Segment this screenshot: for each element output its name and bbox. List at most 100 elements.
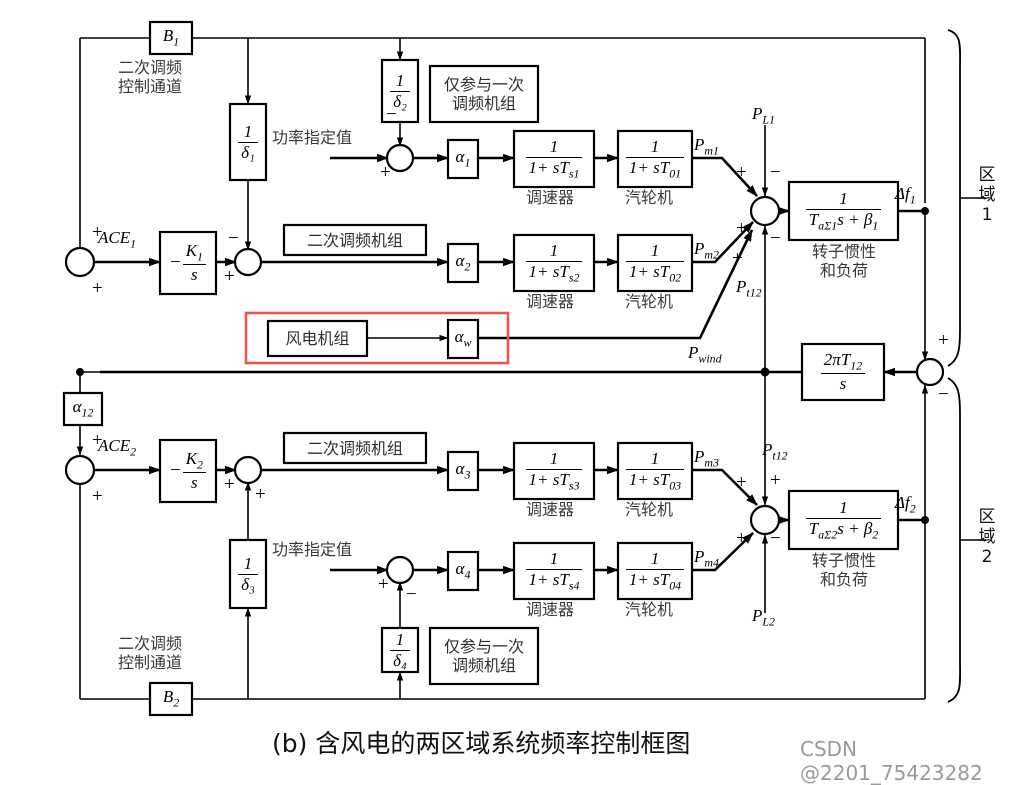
block-turbine2	[616, 233, 694, 293]
block-alpha2-label: α2	[455, 251, 471, 274]
block-rotor2	[787, 489, 900, 551]
block-governor3-label: 1 1+ sTs3	[514, 443, 594, 499]
sum-secondary1	[233, 247, 263, 277]
block-alpha4-label: α4	[455, 559, 471, 582]
block-tieline	[800, 342, 886, 402]
area1-wires	[79, 37, 929, 370]
block-wind-unit-label: 风电机组	[285, 329, 350, 348]
governor-label-1: 调速器	[526, 188, 575, 207]
df1-label: Δf1	[895, 184, 916, 207]
sign-pl2-minus: −	[770, 528, 781, 549]
block-turbine2-label: 1 1+ sT02	[618, 235, 692, 291]
ace2-label: ACE2	[98, 436, 137, 459]
sum-ace1	[64, 246, 96, 278]
block-alpha12-label: α12	[72, 397, 94, 420]
note-secondary-unit-1	[282, 223, 428, 257]
block-turbine3	[616, 441, 694, 501]
sign-pm2-plus: +	[736, 218, 747, 239]
area1-tag: 区 域 1	[978, 165, 996, 225]
block-b2	[148, 681, 194, 717]
area-braces	[947, 29, 986, 703]
block-rotor1	[787, 180, 900, 242]
sign-tieline-minus: −	[938, 384, 949, 405]
block-integrator2-label: − K2 s	[160, 440, 216, 502]
block-turbine4-label: 1 1+ sT04	[618, 543, 692, 599]
sign-ace2-plus-top: +	[92, 430, 103, 451]
blocks	[62, 20, 900, 717]
block-governor4-label: 1 1+ sTs4	[514, 543, 594, 599]
sign-pm3-plus: +	[736, 472, 747, 493]
block-governor2-label: 1 1+ sTs2	[514, 235, 594, 291]
block-integrator2	[158, 438, 218, 504]
pm3-label: Pm3	[694, 447, 719, 470]
figure-caption: (b) 含风电的两区域系统频率控制框图	[272, 729, 691, 758]
sign-ace2-plus-bottom: +	[92, 486, 103, 507]
block-droop3-label: 1 δ₃	[230, 540, 266, 608]
pl1-label: PL1	[752, 104, 775, 127]
df2-label: Δf2	[895, 493, 916, 516]
sign-tieline-plus: +	[938, 330, 949, 351]
block-governor3	[512, 441, 596, 501]
block-governor4	[512, 541, 596, 601]
block-alpha1-label: α1	[455, 147, 471, 170]
sign-setpoint1-plus: +	[380, 162, 391, 183]
power-setpoint-2: 功率指定值	[272, 540, 353, 559]
block-turbine1	[616, 129, 694, 189]
b1-sub: 1	[173, 34, 180, 49]
sign-ace1-plus-top: +	[92, 222, 103, 243]
block-alpha12	[62, 391, 104, 427]
sum-secondary2	[233, 455, 263, 485]
pm1-label: Pm1	[694, 135, 719, 158]
sum-setpoint2	[385, 555, 415, 585]
sum-setpoint1	[385, 143, 415, 173]
sum-ace2	[64, 454, 96, 486]
sign-setpoint2-minus: −	[406, 584, 417, 605]
block-alpha2	[446, 242, 480, 284]
block-rotor1-label: 1 TaΣ1s + β1	[789, 182, 898, 240]
watermark: CSDN @2201_75423282	[800, 737, 983, 785]
sum-power-balance-1	[749, 195, 781, 227]
block-tieline-label: 2πT12 s	[802, 344, 884, 400]
pt12-label-1: Pt12	[736, 277, 762, 300]
sign-pm4-plus: +	[736, 528, 747, 549]
pm4-label: Pm4	[694, 547, 719, 570]
sign-secondary2-plus-left: +	[224, 474, 235, 495]
block-droop1-label: 1 δ₁	[230, 104, 266, 180]
tieline-wires	[76, 367, 918, 377]
sign-pl1-minus: −	[770, 162, 781, 183]
block-turbine1-label: 1 1+ sT01	[618, 131, 692, 187]
pwind-label: Pwind	[688, 343, 722, 366]
rotor-note-2: 转子惯性 和负荷	[811, 551, 876, 589]
rotor-note-1: 转子惯性 和负荷	[811, 242, 876, 280]
area2-tag: 区 域 2	[978, 507, 996, 567]
pt12-label-2: Pt12	[762, 440, 788, 463]
sign-setpoint1-minus: −	[386, 104, 397, 125]
area2-wires	[76, 372, 929, 700]
block-wind-unit	[266, 319, 369, 358]
diagram-svg	[62, 20, 986, 717]
turbine-label-2: 汽轮机	[625, 292, 674, 311]
governor-label-3: 调速器	[526, 500, 575, 519]
sign-pwind-plus: +	[732, 248, 743, 269]
note-primary-only-2-label: 仅参与一次 调频机组	[443, 637, 524, 675]
note-secondary-unit-2-label: 二次调频机组	[306, 438, 403, 458]
note-primary-only-2	[428, 626, 540, 686]
block-alpha1	[446, 138, 480, 180]
block-alpha-w	[446, 318, 480, 360]
block-alpha3	[446, 450, 480, 492]
sign-secondary1-minus: −	[228, 228, 239, 249]
sign-ace1-plus-bottom: +	[92, 278, 103, 299]
block-turbine3-label: 1 1+ sT03	[618, 443, 692, 499]
secondary-channel-note-1: 二次调频 控制通道	[118, 58, 183, 96]
sign-pm1-plus: +	[736, 162, 747, 183]
turbine-label-3: 汽轮机	[625, 500, 674, 519]
block-integrator1-label: − K1 s	[160, 232, 216, 294]
note-primary-only-1	[428, 64, 540, 124]
block-alpha4	[446, 550, 480, 592]
pm2-label: Pm2	[694, 239, 719, 262]
block-b2-label: B2	[162, 687, 180, 710]
note-secondary-unit-1-label: 二次调频机组	[306, 230, 403, 250]
block-alpha3-label: α3	[455, 459, 471, 482]
block-governor2	[512, 233, 596, 293]
block-droop4-label: 1 δ₄	[382, 628, 418, 672]
